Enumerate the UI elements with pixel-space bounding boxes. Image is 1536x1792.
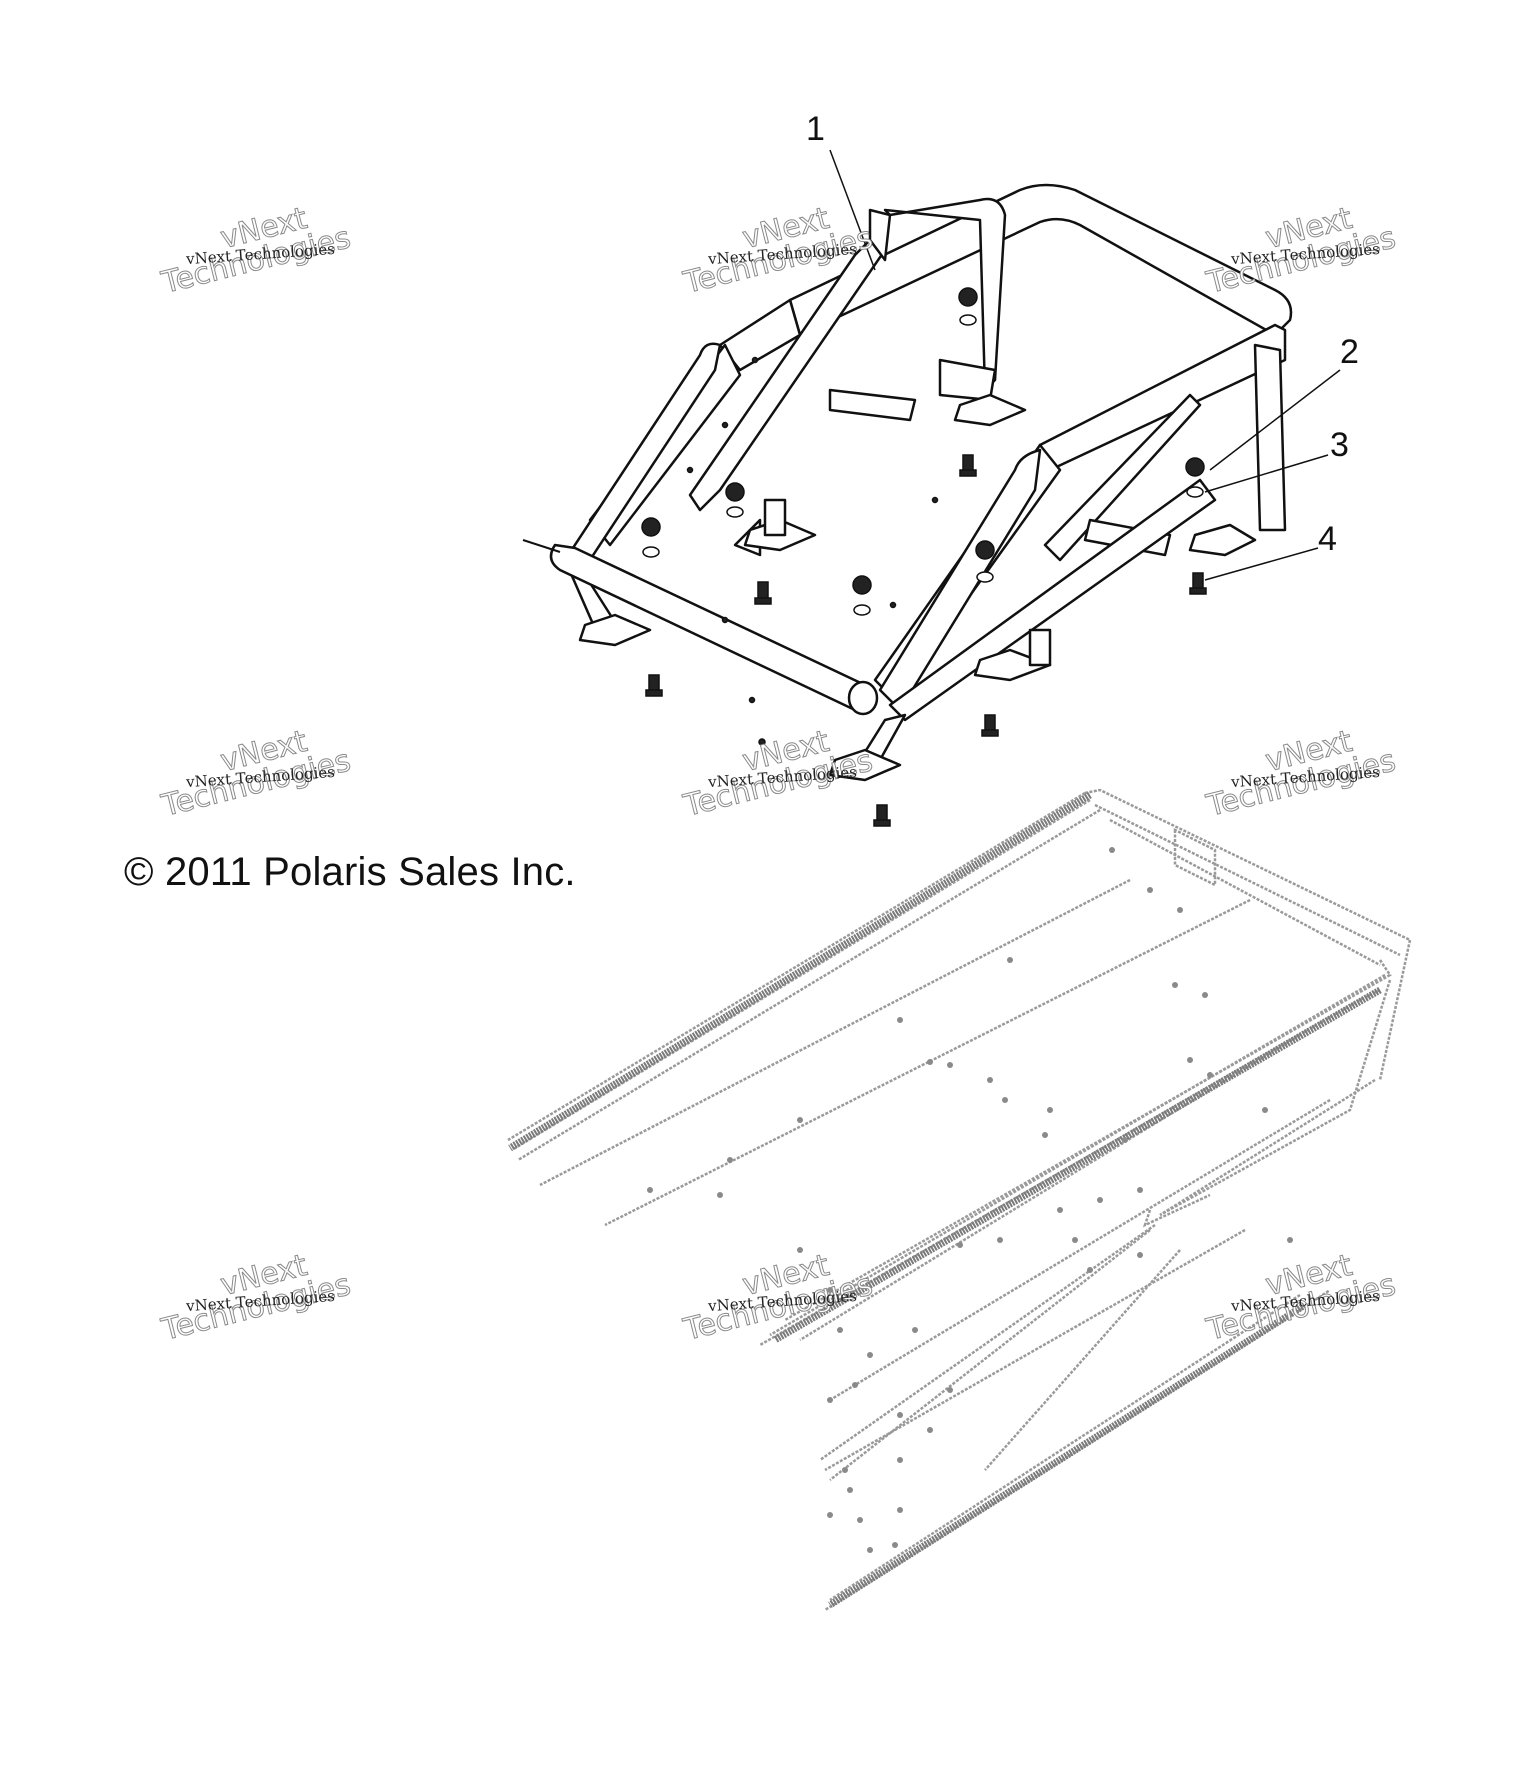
copyright-text: © 2011 Polaris Sales Inc.: [124, 850, 576, 894]
callout-3: 3: [1330, 426, 1349, 464]
callout-4: 4: [1318, 520, 1337, 558]
callout-2: 2: [1340, 333, 1359, 371]
callout-1: 1: [806, 110, 825, 148]
